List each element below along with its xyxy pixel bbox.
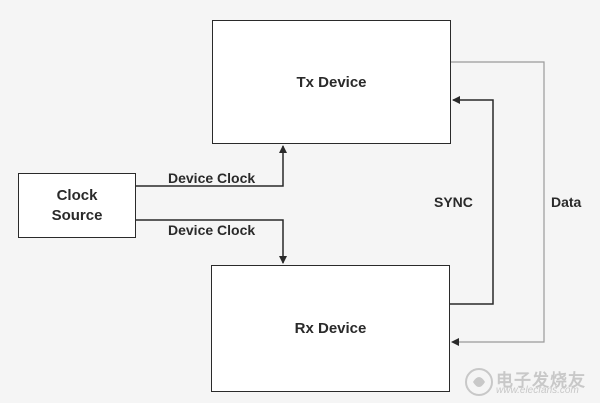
device-clock-label-bottom: Device Clock — [168, 222, 256, 238]
tx-device-box: Tx Device — [212, 20, 451, 144]
rx-device-box: Rx Device — [211, 265, 450, 392]
data-line — [451, 61, 545, 346]
clock-source-box: Clock Source — [18, 173, 136, 238]
clock-source-label-line1: Clock — [56, 186, 98, 204]
watermark: 电子发烧友 www.elecfans.com — [462, 365, 596, 399]
data-label: Data — [551, 194, 582, 210]
device-clock-rx-line — [136, 219, 287, 264]
device-clock-tx-line — [136, 145, 287, 187]
watermark-logo-icon — [465, 368, 493, 396]
sync-line — [450, 96, 494, 305]
sync-label: SYNC — [434, 194, 473, 210]
watermark-text: 电子发烧友 — [496, 371, 586, 390]
rx-device-label: Rx Device — [294, 320, 367, 337]
watermark-url: www.elecfans.com — [496, 385, 579, 396]
tx-device-label: Tx Device — [296, 73, 367, 91]
clock-source-label-line2: Source — [51, 206, 103, 224]
device-clock-label-top: Device Clock — [168, 170, 256, 186]
